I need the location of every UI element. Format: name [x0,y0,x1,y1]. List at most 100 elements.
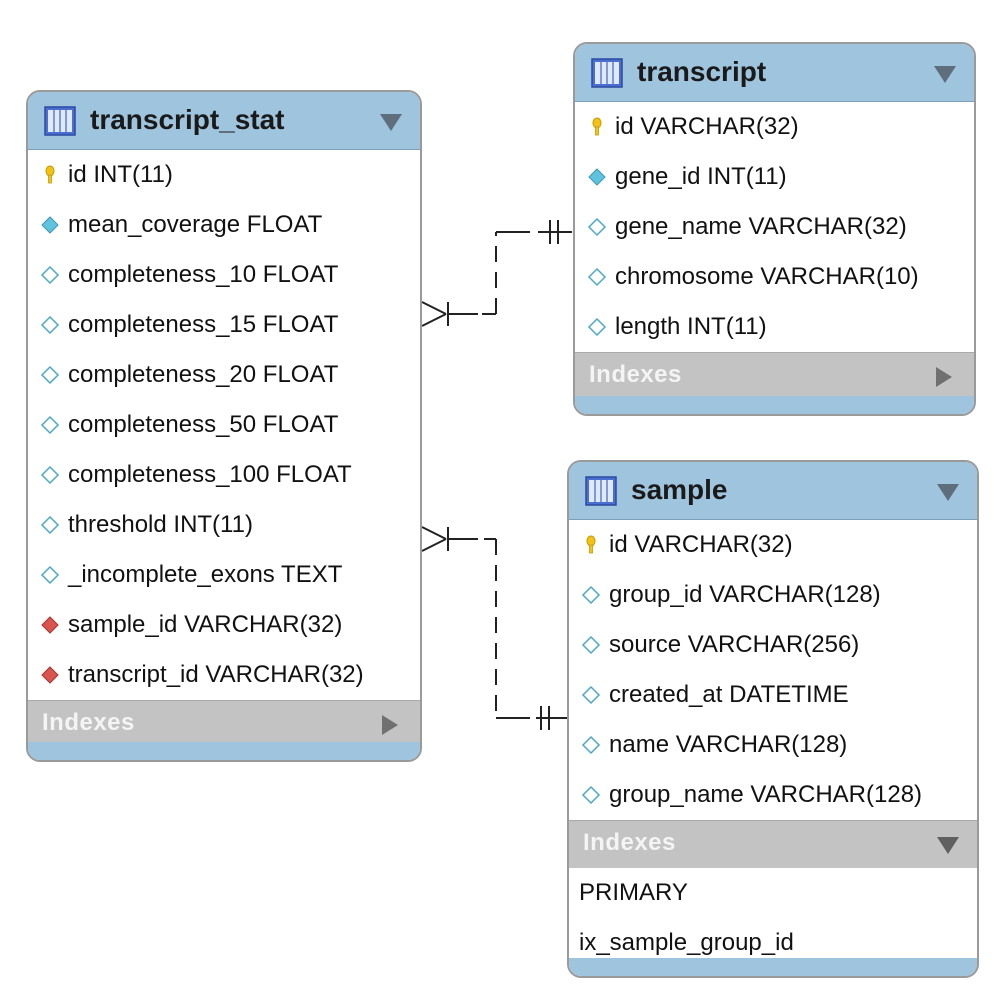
column-text: threshold INT(11) [68,511,253,538]
column-row[interactable]: threshold INT(11) [28,500,420,550]
hollow-diamond-icon [40,315,60,335]
table-header[interactable]: transcript_stat [28,92,420,150]
column-row[interactable]: id INT(11) [28,150,420,200]
column-row[interactable]: length INT(11) [575,302,974,352]
table-footer [569,958,977,976]
expand-arrow-icon[interactable] [382,715,398,735]
column-list: id VARCHAR(32) group_id VARCHAR(128) sou… [569,520,977,820]
hollow-diamond-icon [581,585,601,605]
hollow-diamond-icon [581,685,601,705]
collapse-arrow-icon[interactable] [380,114,402,131]
table-header[interactable]: transcript [575,44,974,102]
indexes-bar[interactable]: Indexes [569,820,977,868]
collapse-arrow-icon[interactable] [937,484,959,501]
table-footer [28,742,420,760]
primary-key-icon [45,165,55,184]
table-icon [44,106,76,136]
column-row[interactable]: gene_id INT(11) [575,152,974,202]
table-header[interactable]: sample [569,462,977,520]
index-name: PRIMARY [579,879,688,906]
table-title: transcript [637,56,767,87]
table-footer [575,396,974,414]
column-text: mean_coverage FLOAT [68,211,323,238]
column-text: id VARCHAR(32) [609,531,793,558]
column-text: sample_id VARCHAR(32) [68,611,343,638]
hollow-diamond-icon [587,317,607,337]
hollow-diamond-icon [40,265,60,285]
collapse-arrow-icon[interactable] [937,837,959,854]
foreign-key-diamond-icon [41,666,59,684]
hollow-diamond-icon [40,365,60,385]
filled-diamond-icon [41,216,59,234]
table-transcript-stat[interactable]: transcript_stat id INT(11) mean_coverage… [26,90,422,762]
column-list: id VARCHAR(32) gene_id INT(11) gene_name… [575,102,974,352]
crowfoot-line [421,301,447,315]
column-row[interactable]: group_id VARCHAR(128) [569,570,977,620]
crowfoot-line [421,526,447,540]
column-row[interactable]: chromosome VARCHAR(10) [575,252,974,302]
column-row[interactable]: mean_coverage FLOAT [28,200,420,250]
filled-diamond-icon [588,168,606,186]
column-text: created_at DATETIME [609,681,849,708]
hollow-diamond-icon [587,217,607,237]
column-row[interactable]: source VARCHAR(256) [569,620,977,670]
primary-key-icon [592,117,602,136]
index-name: ix_sample_group_id [579,929,794,956]
indexes-label: Indexes [583,829,676,856]
foreign-key-diamond-icon [41,616,59,634]
column-text: group_name VARCHAR(128) [609,781,923,808]
column-text: gene_id INT(11) [615,163,787,190]
column-row[interactable]: completeness_20 FLOAT [28,350,420,400]
column-text: name VARCHAR(128) [609,731,848,758]
column-row[interactable]: name VARCHAR(128) [569,720,977,770]
index-row[interactable]: ix_sample_group_id [569,918,977,968]
index-row[interactable]: PRIMARY [569,868,977,918]
column-row[interactable]: completeness_10 FLOAT [28,250,420,300]
table-transcript[interactable]: transcript id VARCHAR(32) gene_id INT(11… [573,42,976,416]
column-row[interactable]: sample_id VARCHAR(32) [28,600,420,650]
hollow-diamond-icon [40,565,60,585]
column-row[interactable]: created_at DATETIME [569,670,977,720]
hollow-diamond-icon [581,785,601,805]
column-row[interactable]: completeness_100 FLOAT [28,450,420,500]
column-text: id VARCHAR(32) [615,113,799,140]
column-text: source VARCHAR(256) [609,631,860,658]
crowfoot-line [421,538,447,552]
expand-arrow-icon[interactable] [936,367,952,387]
hollow-diamond-icon [40,415,60,435]
collapse-arrow-icon[interactable] [934,66,956,83]
column-list: id INT(11) mean_coverage FLOAT completen… [28,150,420,700]
table-icon [591,58,623,88]
column-text: completeness_15 FLOAT [68,311,339,338]
column-row[interactable]: _incomplete_exons TEXT [28,550,420,600]
column-text: chromosome VARCHAR(10) [615,263,919,290]
column-text: group_id VARCHAR(128) [609,581,881,608]
column-row[interactable]: group_name VARCHAR(128) [569,770,977,820]
column-row[interactable]: id VARCHAR(32) [575,102,974,152]
column-text: completeness_100 FLOAT [68,461,352,488]
primary-key-icon [586,535,596,554]
column-row[interactable]: transcript_id VARCHAR(32) [28,650,420,700]
indexes-bar[interactable]: Indexes [575,352,974,400]
table-title: sample [631,474,728,505]
column-row[interactable]: completeness_15 FLOAT [28,300,420,350]
column-text: completeness_20 FLOAT [68,361,339,388]
crowfoot-line [421,313,447,327]
indexes-label: Indexes [42,709,135,736]
column-text: transcript_id VARCHAR(32) [68,661,364,688]
hollow-diamond-icon [40,515,60,535]
relationship-transcript-stat-sample [421,526,568,730]
table-sample[interactable]: sample id VARCHAR(32) group_id VARCHAR(1… [567,460,979,978]
hollow-diamond-icon [587,267,607,287]
indexes-label: Indexes [589,361,682,388]
column-text: length INT(11) [615,313,767,340]
column-row[interactable]: gene_name VARCHAR(32) [575,202,974,252]
column-text: id INT(11) [68,161,173,188]
column-row[interactable]: completeness_50 FLOAT [28,400,420,450]
relationship-transcript-stat-transcript [421,220,572,327]
column-text: completeness_10 FLOAT [68,261,339,288]
indexes-bar[interactable]: Indexes [28,700,420,748]
column-text: _incomplete_exons TEXT [68,561,343,588]
column-row[interactable]: id VARCHAR(32) [569,520,977,570]
